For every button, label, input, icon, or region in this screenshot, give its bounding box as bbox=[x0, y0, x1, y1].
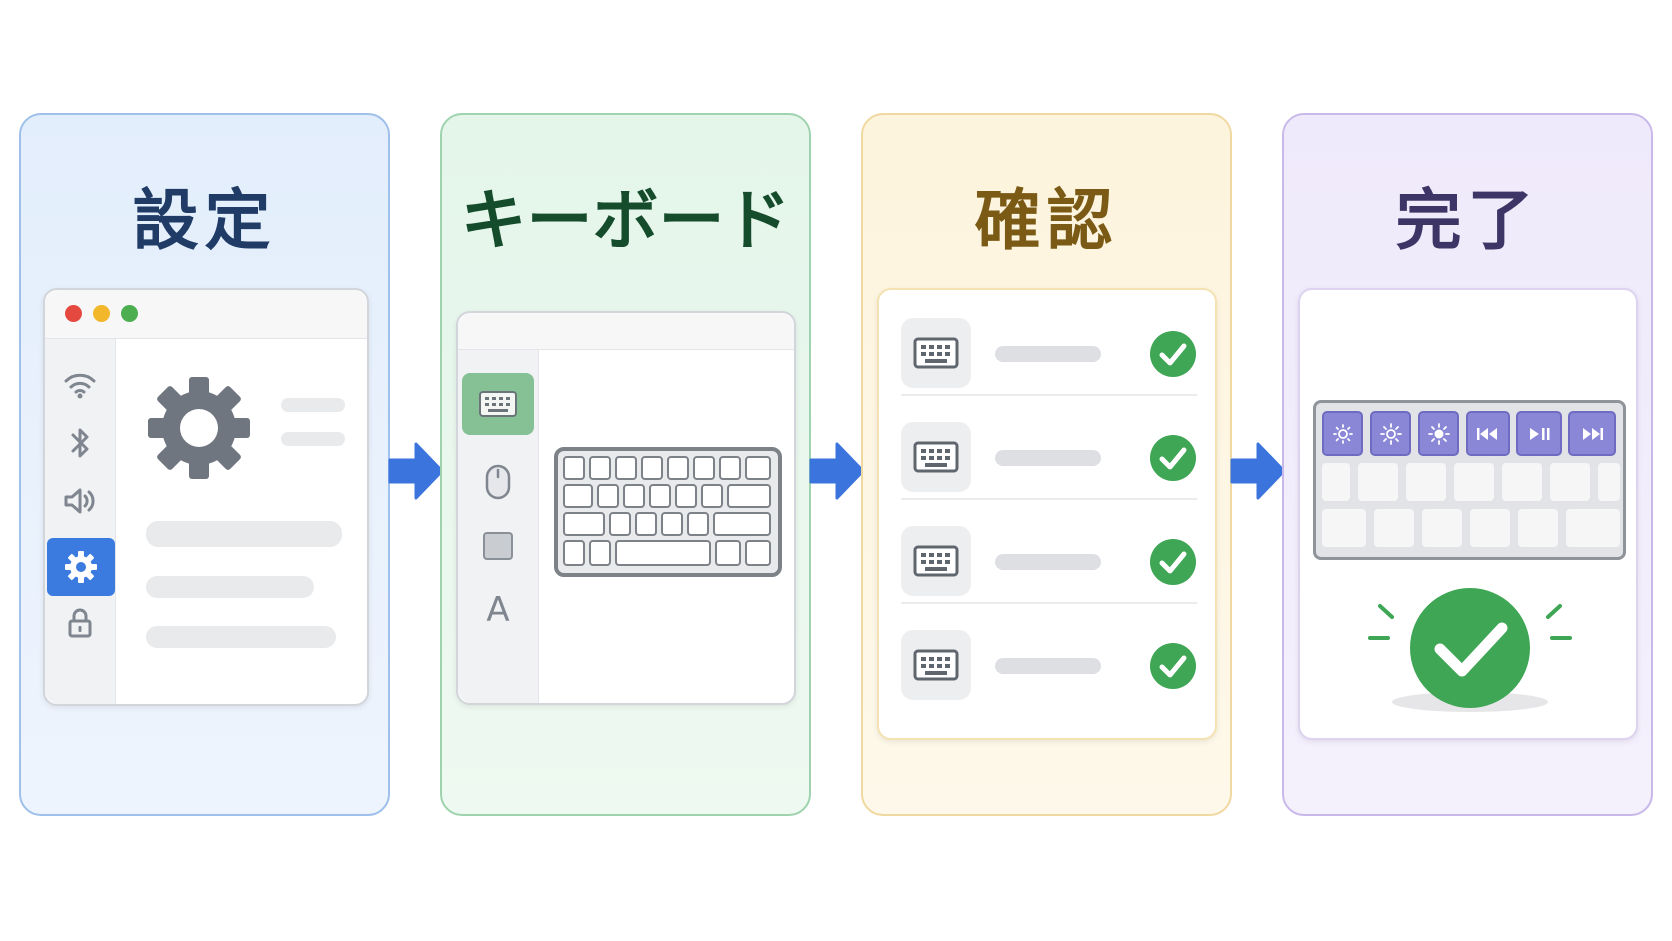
placeholder-line bbox=[146, 626, 336, 648]
list-item bbox=[901, 498, 1197, 604]
function-key bbox=[1322, 411, 1363, 456]
key bbox=[1322, 463, 1350, 501]
divider bbox=[901, 394, 1197, 396]
keyboard-tile bbox=[901, 422, 971, 492]
keyboard-icon bbox=[913, 441, 959, 473]
minimize-window-dot[interactable] bbox=[93, 305, 110, 322]
keyboard-icon bbox=[554, 447, 782, 577]
check-icon bbox=[1150, 539, 1196, 585]
step-settings-panel: 設定 bbox=[19, 113, 390, 816]
placeholder-line bbox=[146, 576, 314, 598]
key bbox=[1374, 509, 1414, 547]
keyboard-sidebar: A bbox=[458, 350, 539, 703]
step-title: キーボード bbox=[460, 182, 791, 259]
keyboard-icon bbox=[913, 649, 959, 681]
lock-icon bbox=[68, 608, 92, 638]
keyboard-icon bbox=[913, 337, 959, 369]
sidebar-item-mouse[interactable] bbox=[478, 460, 518, 504]
key bbox=[1470, 509, 1510, 547]
mouse-icon bbox=[485, 464, 511, 500]
gear-icon bbox=[148, 377, 250, 479]
key bbox=[1550, 463, 1590, 501]
bluetooth-icon bbox=[71, 428, 89, 458]
window-titlebar bbox=[45, 290, 367, 339]
placeholder-line bbox=[995, 346, 1101, 362]
keyboard-icon bbox=[913, 545, 959, 577]
placeholder-line bbox=[281, 432, 345, 446]
check-icon bbox=[1150, 331, 1196, 377]
sidebar-item-privacy[interactable] bbox=[59, 602, 101, 644]
sidebar-item-keyboard[interactable] bbox=[462, 373, 534, 435]
window-titlebar bbox=[458, 313, 794, 350]
placeholder-line bbox=[281, 398, 345, 412]
placeholder-line bbox=[146, 521, 342, 547]
keyboard-illustration bbox=[1313, 400, 1626, 560]
brightness-down-icon bbox=[1332, 423, 1353, 444]
key bbox=[1358, 463, 1398, 501]
step-confirm-panel: 確認 bbox=[861, 113, 1232, 816]
speaker-icon bbox=[64, 488, 95, 514]
brightness-icon bbox=[1427, 422, 1450, 445]
function-key bbox=[1516, 411, 1562, 456]
list-item bbox=[901, 290, 1197, 396]
sidebar-item-bluetooth[interactable] bbox=[59, 422, 101, 464]
function-key bbox=[1466, 411, 1510, 456]
key bbox=[1598, 463, 1620, 501]
wifi-icon bbox=[64, 373, 96, 399]
keyboard-settings-window: A bbox=[456, 311, 796, 705]
step-done-panel: 完了 bbox=[1282, 113, 1653, 816]
close-window-dot[interactable] bbox=[65, 305, 82, 322]
arrow-right-icon bbox=[809, 442, 865, 500]
check-icon bbox=[1150, 435, 1196, 481]
keyboard-tile bbox=[901, 630, 971, 700]
zoom-window-dot[interactable] bbox=[121, 305, 138, 322]
key bbox=[1422, 509, 1462, 547]
fast-forward-icon bbox=[1583, 427, 1603, 440]
list-item bbox=[901, 394, 1197, 500]
play-pause-icon bbox=[1530, 427, 1550, 440]
placeholder-line bbox=[995, 658, 1101, 674]
sidebar-item-sound[interactable] bbox=[59, 480, 101, 522]
done-card bbox=[1298, 288, 1638, 740]
confirm-list bbox=[877, 288, 1217, 740]
step-keyboard-panel: キーボード bbox=[440, 113, 811, 816]
step-title: 確認 bbox=[974, 182, 1119, 259]
key bbox=[1322, 509, 1366, 547]
trackpad-icon bbox=[483, 532, 513, 560]
arrow-right-icon bbox=[388, 442, 444, 500]
step-title: 完了 bbox=[1395, 182, 1540, 259]
keyboard-tile bbox=[901, 526, 971, 596]
keyboard-tile bbox=[901, 318, 971, 388]
placeholder-line bbox=[995, 554, 1101, 570]
keyboard-icon bbox=[479, 391, 517, 417]
rewind-icon bbox=[1477, 427, 1497, 440]
settings-window bbox=[43, 288, 369, 706]
sidebar-item-text[interactable]: A bbox=[478, 586, 518, 634]
function-key bbox=[1568, 411, 1616, 456]
brightness-up-icon bbox=[1379, 422, 1402, 445]
sidebar-item-wifi[interactable] bbox=[59, 364, 101, 406]
key bbox=[1518, 509, 1558, 547]
sidebar-item-trackpad[interactable] bbox=[478, 526, 518, 566]
gear-icon bbox=[65, 551, 97, 583]
list-item bbox=[901, 602, 1197, 706]
key bbox=[1502, 463, 1542, 501]
placeholder-line bbox=[995, 450, 1101, 466]
check-icon bbox=[1150, 643, 1196, 689]
function-key bbox=[1418, 411, 1459, 456]
success-check-icon bbox=[1368, 588, 1572, 712]
divider bbox=[901, 498, 1197, 500]
divider bbox=[901, 602, 1197, 604]
key bbox=[1566, 509, 1620, 547]
key bbox=[1406, 463, 1446, 501]
sidebar-item-general[interactable] bbox=[47, 538, 115, 596]
arrow-right-icon bbox=[1230, 442, 1286, 500]
key bbox=[1454, 463, 1494, 501]
step-title: 設定 bbox=[132, 182, 277, 259]
function-key bbox=[1370, 411, 1411, 456]
settings-sidebar bbox=[45, 339, 116, 704]
text-icon: A bbox=[486, 590, 510, 630]
